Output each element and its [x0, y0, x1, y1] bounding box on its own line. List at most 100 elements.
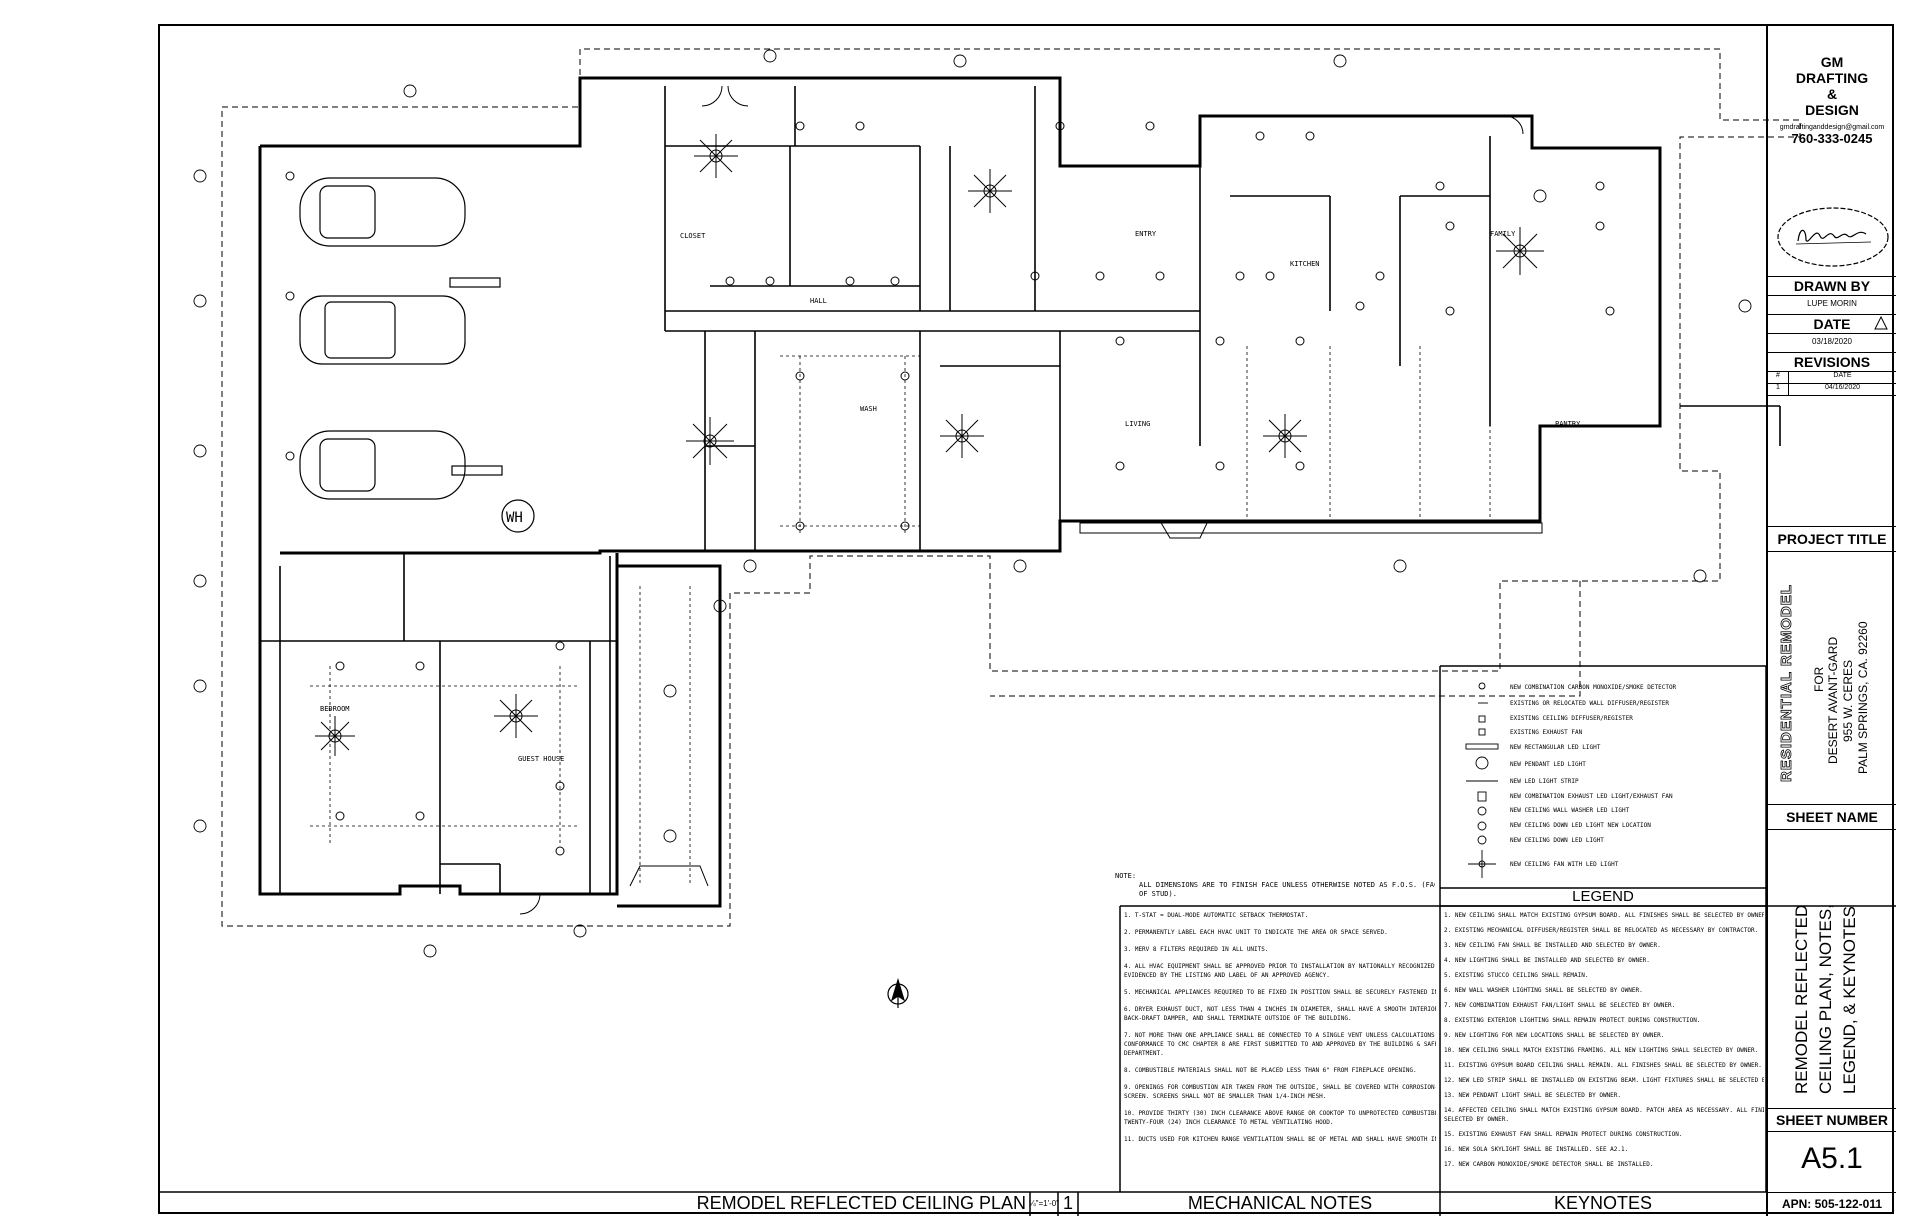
- project-client: DESERT AVANT-GARD: [1826, 636, 1840, 764]
- sheet-name-2: CEILING PLAN, NOTES,: [1816, 904, 1835, 1094]
- firm-phone: 760-333-0245: [1791, 131, 1873, 146]
- legend-item: EXISTING OR RELOCATED WALL DIFFUSER/REGI…: [1510, 700, 1669, 707]
- keynote: 3. NEW CEILING FAN SHALL BE INSTALLED AN…: [1444, 942, 1661, 949]
- revisions-table: # DATE 1 04/16/2020: [1768, 372, 1896, 396]
- mech-note: DEPARTMENT.: [1124, 1050, 1164, 1057]
- keynote: 14. AFFECTED CEILING SHALL MATCH EXISTIN…: [1444, 1107, 1764, 1114]
- mech-note: 2. PERMANENTLY LABEL EACH HVAC UNIT TO I…: [1124, 929, 1388, 936]
- keynotes: 1. NEW CEILING SHALL MATCH EXISTING GYPS…: [1444, 911, 1764, 1191]
- legend-symbols: [1465, 682, 1499, 878]
- mech-note: 4. ALL HVAC EQUIPMENT SHALL BE APPROVED …: [1124, 963, 1436, 970]
- keynote: 6. NEW WALL WASHER LIGHTING SHALL BE SEL…: [1444, 987, 1643, 994]
- revision-triangle-icon: [1874, 316, 1888, 330]
- firm-block: GM DRAFTING & DESIGN gmdraftinganddesign…: [1768, 26, 1896, 176]
- hall-label: HALL: [810, 297, 827, 305]
- mech-note: EVIDENCED BY THE LISTING AND LABEL OF AN…: [1124, 972, 1330, 979]
- wash-label: WASH: [860, 405, 877, 413]
- legend-item: EXISTING EXHAUST FAN: [1510, 729, 1583, 736]
- legend-item: NEW COMBINATION CARBON MONOXIDE/SMOKE DE…: [1510, 684, 1677, 691]
- project-city: PALM SPRINGS, CA. 92260: [1856, 621, 1870, 774]
- mech-note: 6. DRYER EXHAUST DUCT, NOT LESS THAN 4 I…: [1124, 1006, 1436, 1013]
- note-text-2: OF STUD).: [1139, 890, 1177, 898]
- keynote: 2. EXISTING MECHANICAL DIFFUSER/REGISTER…: [1444, 927, 1759, 934]
- legend-item: EXISTING CEILING DIFFUSER/REGISTER: [1510, 715, 1633, 722]
- closet-label: CLOSET: [680, 232, 706, 240]
- firm-name-4: DESIGN: [1805, 102, 1859, 118]
- drawn-by-label: DRAWN BY: [1768, 276, 1896, 296]
- sheet-name-label: SHEET NAME: [1768, 804, 1896, 830]
- legend-item: NEW RECTANGULAR LED LIGHT: [1510, 744, 1601, 751]
- mech-note: 3. MERV 8 FILTERS REQUIRED IN ALL UNITS.: [1124, 946, 1269, 953]
- project-title-label: PROJECT TITLE: [1768, 526, 1896, 552]
- mech-note: CONFORMANCE TO CMC CHAPTER 8 ARE FIRST S…: [1124, 1041, 1436, 1048]
- firm-name-1: GM: [1820, 54, 1844, 70]
- exterior-walls: [258, 76, 1662, 908]
- keynote: 15. EXISTING EXHAUST FAN SHALL REMAIN PR…: [1444, 1131, 1683, 1138]
- keynote-tags: [193, 49, 1752, 958]
- mechanical-notes: 1. T-STAT = DUAL-MODE AUTOMATIC SETBACK …: [1124, 911, 1436, 1189]
- keynote: 7. NEW COMBINATION EXHAUST FAN/LIGHT SHA…: [1444, 1002, 1676, 1009]
- interior-walls: [260, 78, 1781, 894]
- living-label: LIVING: [1125, 420, 1150, 428]
- mech-note: 7. NOT MORE THAN ONE APPLIANCE SHALL BE …: [1124, 1032, 1436, 1039]
- firm-name-2: DRAFTING: [1795, 70, 1869, 86]
- mechanical-notes-label: MECHANICAL NOTES: [1187, 1192, 1373, 1213]
- sheet-number-label: SHEET NUMBER: [1768, 1108, 1896, 1132]
- legend-item: NEW CEILING WALL WASHER LED LIGHT: [1510, 807, 1630, 814]
- pantry-label: PANTRY: [1555, 420, 1581, 428]
- keynote: 13. NEW PENDANT LIGHT SHALL BE SELECTED …: [1444, 1092, 1622, 1099]
- drawing-sheet: WH KITCHEN LIVING GUEST HOUSE BEDROOM HA…: [158, 24, 1896, 1216]
- apn-value: APN: 505-122-011: [1768, 1192, 1896, 1215]
- mech-note: 11. DUCTS USED FOR KITCHEN RANGE VENTILA…: [1124, 1136, 1436, 1143]
- project-title-for: FOR: [1812, 666, 1826, 692]
- bedroom-label: BEDROOM: [320, 705, 350, 713]
- keynote: 1. NEW CEILING SHALL MATCH EXISTING GYPS…: [1444, 912, 1764, 919]
- ceiling-fans: [315, 134, 1544, 756]
- family-label: FAMILY: [1490, 230, 1516, 238]
- kitchen-label: KITCHEN: [1290, 260, 1320, 268]
- keynote: 11. EXISTING GYPSUM BOARD CEILING SHALL …: [1444, 1062, 1762, 1069]
- keynote: 16. NEW SOLA SKYLIGHT SHALL BE INSTALLED…: [1444, 1146, 1629, 1153]
- note-label: NOTE:: [1115, 872, 1137, 880]
- revisions-label: REVISIONS: [1768, 352, 1896, 372]
- date-value: 03/18/2020: [1811, 337, 1853, 346]
- rev-col-date: DATE: [1833, 372, 1852, 379]
- sheet-name-3: LEGEND, & KEYNOTES: [1840, 906, 1859, 1094]
- legend-item: NEW CEILING DOWN LED LIGHT: [1510, 837, 1604, 844]
- plan-scale-label: ¼"=1'-0": [1028, 1198, 1060, 1208]
- mech-note: 9. OPENINGS FOR COMBUSTION AIR TAKEN FRO…: [1124, 1084, 1436, 1091]
- legend-item: NEW PENDANT LED LIGHT: [1510, 761, 1586, 768]
- water-heater-outline: [501, 499, 535, 533]
- mech-note: BACK-DRAFT DAMPER, AND SHALL TERMINATE O…: [1124, 1015, 1352, 1022]
- keynotes-label: KEYNOTES: [1553, 1192, 1653, 1213]
- project-title-main: RESIDENTIAL REMODEL: [1778, 584, 1796, 783]
- general-note: NOTE: ALL DIMENSIONS ARE TO FINISH FACE …: [1115, 872, 1435, 899]
- cars: [299, 177, 466, 500]
- mech-note: 10. PROVIDE THIRTY (30) INCH CLEARANCE A…: [1124, 1110, 1436, 1117]
- legend-title: LEGEND: [1572, 888, 1634, 905]
- down-lights: [285, 121, 1615, 856]
- beam-strip: [1079, 522, 1543, 534]
- keynote: 5. EXISTING STUCCO CEILING SHALL REMAIN.: [1444, 972, 1589, 979]
- date-label: DATE: [1768, 314, 1896, 334]
- note-text-1: ALL DIMENSIONS ARE TO FINISH FACE UNLESS…: [1139, 881, 1435, 889]
- sheet-name-1: REMODEL REFLECTED: [1792, 904, 1811, 1094]
- legend-item: NEW CEILING DOWN LED LIGHT NEW LOCATION: [1510, 822, 1651, 829]
- sheet-name-block: REMODEL REFLECTED CEILING PLAN, NOTES, L…: [1768, 830, 1896, 1108]
- keynote: 4. NEW LIGHTING SHALL BE INSTALLED AND S…: [1444, 957, 1650, 964]
- legend-item: NEW LED LIGHT STRIP: [1510, 778, 1579, 785]
- mech-note: SCREEN. SCREENS SHALL NOT BE SMALLER THA…: [1124, 1093, 1327, 1100]
- rev-col-num: #: [1768, 372, 1789, 383]
- doors: [519, 85, 1524, 915]
- mech-note: 1. T-STAT = DUAL-MODE AUTOMATIC SETBACK …: [1124, 912, 1309, 919]
- firm-email: gmdraftinganddesign@gmail.com: [1779, 124, 1885, 131]
- north-arrow: [887, 977, 909, 1008]
- mech-note: 8. COMBUSTIBLE MATERIALS SHALL NOT BE PL…: [1124, 1067, 1417, 1074]
- keynote: 9. NEW LIGHTING FOR NEW LOCATIONS SHALL …: [1444, 1032, 1665, 1039]
- sheet-number-value: A5.1: [1801, 1142, 1863, 1175]
- keynote: 10. NEW CEILING SHALL MATCH EXISTING FRA…: [1444, 1047, 1759, 1054]
- rev-row-num: 1: [1768, 384, 1789, 395]
- guest-house-label: GUEST HOUSE: [518, 755, 564, 763]
- roof-outline: [221, 48, 1801, 927]
- signature-stamp: [1777, 207, 1889, 267]
